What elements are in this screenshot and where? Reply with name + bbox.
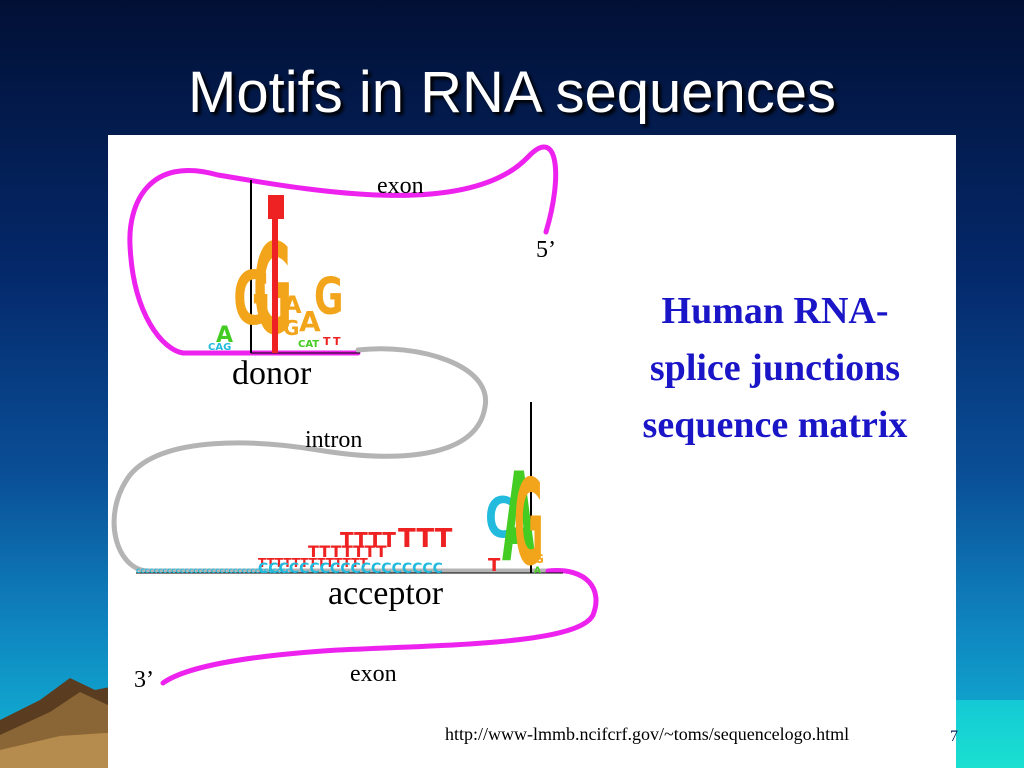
- exon-top-line: [127, 144, 559, 356]
- slide-page-number: 7: [950, 728, 958, 745]
- exon-top-label: exon: [377, 173, 424, 199]
- acceptor-logo-letter: T: [488, 555, 501, 576]
- acceptor-logo-letter: TTTTTTT: [308, 542, 387, 561]
- acceptor-logo-letter: TTTT: [340, 528, 396, 552]
- intron-line: [111, 346, 551, 574]
- donor-logo-letter: CAG: [208, 342, 231, 353]
- exon-bottom-line: [160, 568, 599, 686]
- donor-logo-T-stem: [272, 219, 278, 353]
- donor-logo-letter: G: [283, 316, 299, 340]
- donor-logo-letter: CAT: [298, 339, 319, 350]
- donor-logo-letter: T: [323, 335, 331, 348]
- figure-panel: A G G A G A G CAG CAT T T TTTTTTTTTTTTT …: [108, 135, 956, 768]
- donor-logo-letter: G: [233, 257, 271, 342]
- donor-logo-T-top: [268, 195, 284, 219]
- donor-logo-letter: T: [333, 335, 341, 348]
- acceptor-logo-letter: TTTTTTTTTTTTT: [258, 556, 369, 570]
- exon-bottom-label: exon: [350, 661, 397, 687]
- donor-logo-letter: G: [314, 268, 344, 327]
- donor-logo-letter: A: [216, 323, 233, 348]
- source-url-link[interactable]: http://www-lmmb.ncifcrf.gov/~toms/sequen…: [445, 724, 850, 744]
- acceptor-logo-letter: TTT: [398, 524, 453, 554]
- slide-title: Motifs in RNA sequences: [188, 60, 836, 125]
- acceptor-logo-letter: G: [514, 454, 544, 592]
- acceptor-logo-letter: CCCCCCCCCCCCCCCCCCCCCCCCCCCCCCCCCCC: [136, 568, 291, 575]
- donor-logo-letter: A: [283, 291, 302, 319]
- three-prime-label: 3’: [134, 667, 154, 693]
- donor-sequence-logo: A G G A G A G CAG CAT T T: [208, 180, 360, 363]
- acceptor-logo-letter: A: [502, 446, 536, 590]
- acceptor-logo-letter: C: [485, 486, 514, 550]
- five-prime-label: 5’: [536, 237, 556, 263]
- intron-label: intron: [305, 427, 363, 453]
- acceptor-label: acceptor: [328, 575, 444, 612]
- teal-corner-decoration: [956, 700, 1024, 768]
- acceptor-logo-letter: A: [534, 566, 541, 576]
- acceptor-sequence-logo: TTTTTTTTTTTTT TTTTTTT TTTT TTT CCCCCCCCC…: [136, 402, 563, 592]
- figure-caption: Human RNA-splice junctions sequence matr…: [642, 290, 908, 446]
- donor-label: donor: [232, 355, 312, 392]
- acceptor-logo-letter: G: [534, 552, 544, 566]
- acceptor-logo-letter: CCCCCCCCCCCCCCCCCC: [258, 561, 443, 577]
- donor-logo-letter: A: [299, 305, 321, 338]
- splice-junction-diagram: A G G A G A G CAG CAT T T TTTTTTTTTTTTT …: [111, 144, 599, 686]
